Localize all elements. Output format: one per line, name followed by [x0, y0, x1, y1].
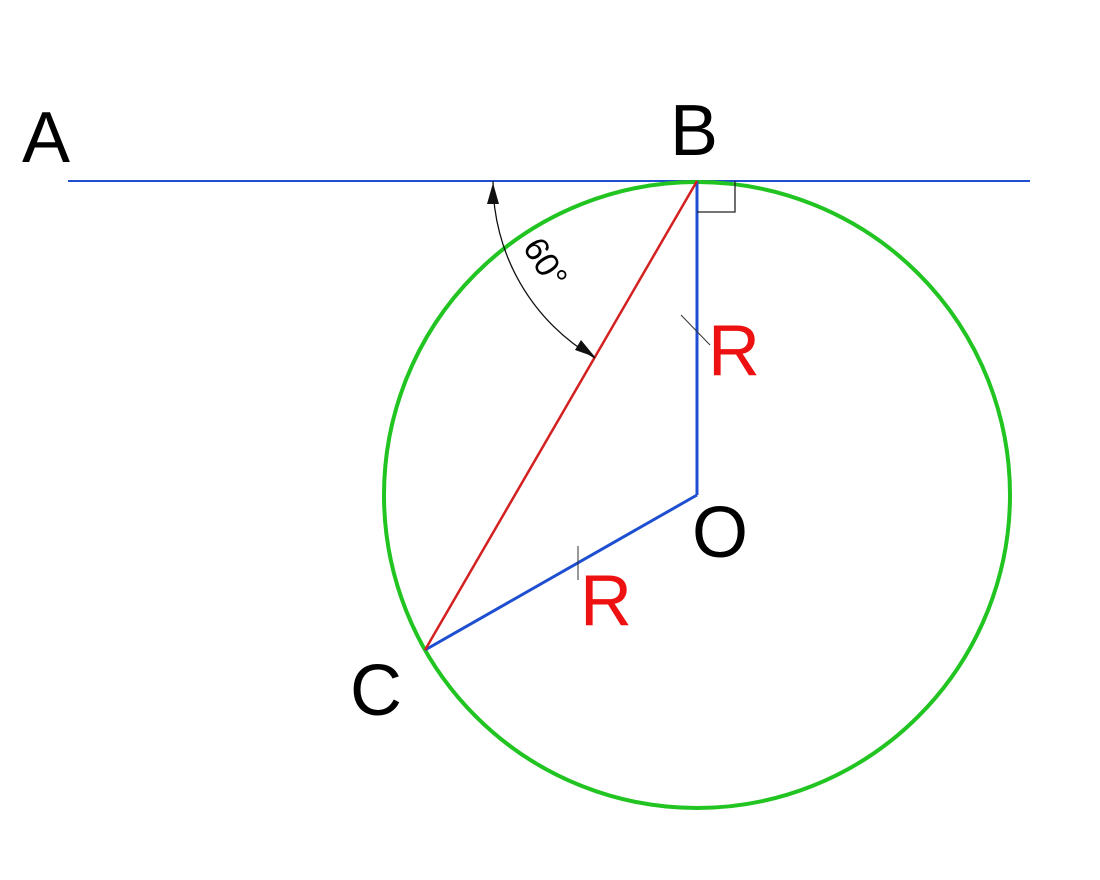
angle-label: 60° [515, 231, 574, 295]
arrowhead-top [487, 183, 499, 204]
point-label-b: B [670, 91, 718, 171]
radius-label-oc: R [580, 561, 632, 641]
arrowhead-bottom [575, 340, 595, 357]
right-angle-mark [697, 181, 736, 213]
radius-label-ob: R [708, 311, 760, 391]
point-label-o: O [692, 493, 748, 573]
radius-oc [424, 493, 698, 652]
tick-mark-ob [680, 314, 711, 346]
chord-bc [423, 180, 699, 651]
point-label-a: A [22, 98, 70, 178]
angle-arc [492, 180, 596, 359]
point-label-c: C [350, 651, 402, 731]
